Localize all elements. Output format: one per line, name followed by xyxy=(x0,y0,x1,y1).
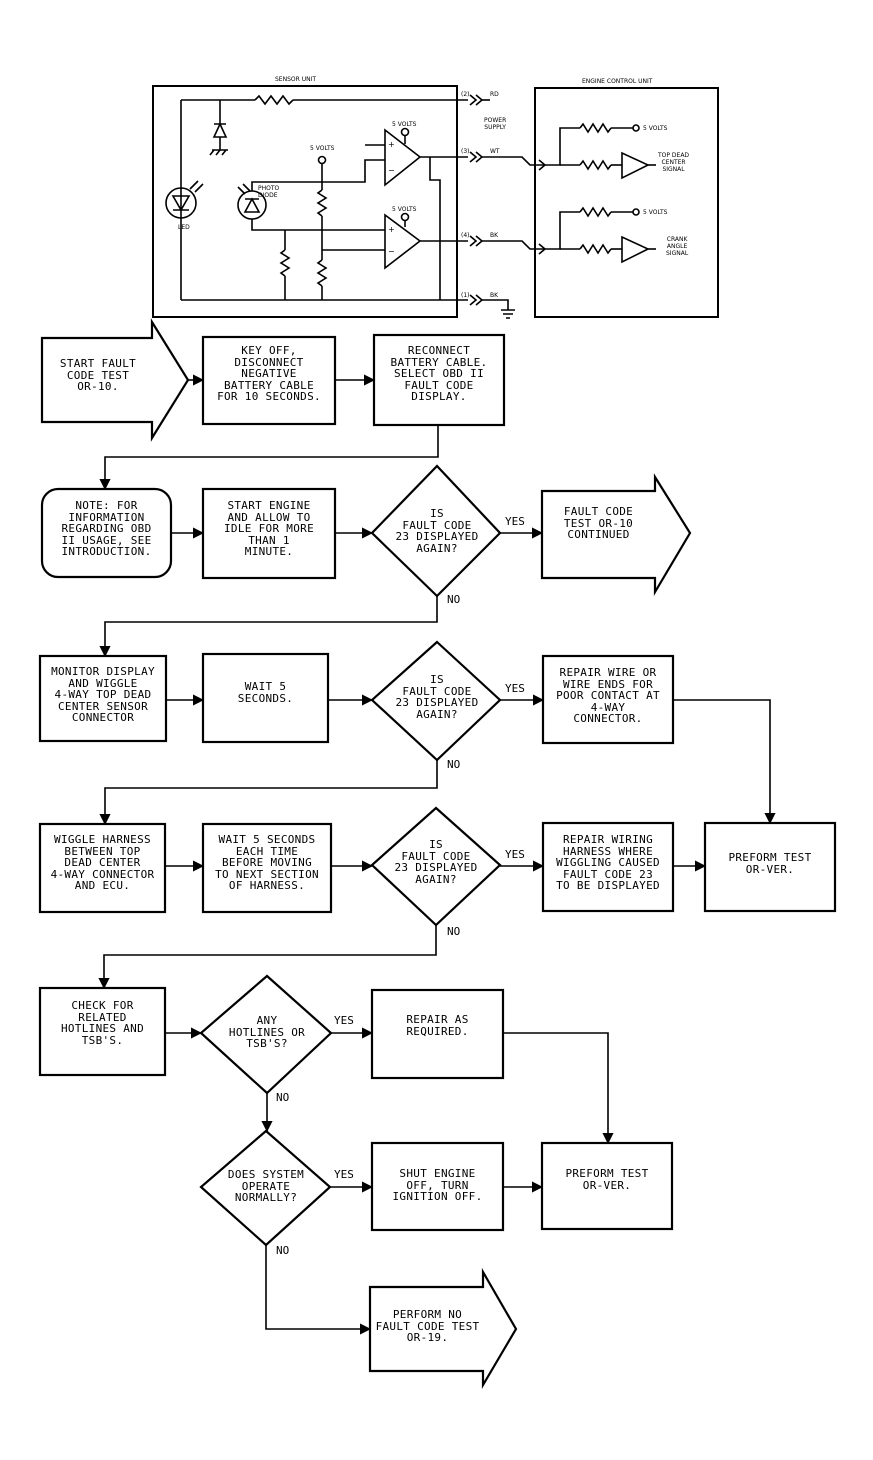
wait5-label: WAIT 5 SECONDS. xyxy=(237,680,294,705)
resistor-photo xyxy=(279,249,291,277)
led-symbol xyxy=(165,187,197,219)
yes-label-4: YES xyxy=(334,1014,354,1027)
no-label-1: NO xyxy=(447,593,461,606)
wire3-pin: (3) xyxy=(461,148,470,155)
continued-label: FAULT CODE TEST OR-10 CONTINUED xyxy=(563,505,634,541)
yes-label-2: YES xyxy=(505,682,525,695)
no-fault-label: PERFORM NO FAULT CODE TEST OR-19. xyxy=(375,1308,480,1344)
hotlines-decision-label: ANY HOTLINES OR TSB'S? xyxy=(228,1014,306,1050)
wire1-pin: (1) xyxy=(461,292,470,299)
wire4-pin: (4) xyxy=(461,232,470,239)
start-engine-label: START ENGINE AND ALLOW TO IDLE FOR MORE … xyxy=(224,499,314,558)
five-volts-sensor-label: 5 VOLTS xyxy=(310,145,335,152)
check-hotlines-box xyxy=(38,986,167,1077)
opamp2-minus-sign: − xyxy=(388,247,395,256)
start-label: START FAULT CODE TEST OR-10. xyxy=(59,357,137,393)
five-volts-ecu1-label: 5 VOLTS xyxy=(643,125,668,132)
ecu-resistor-2a xyxy=(579,206,612,218)
photo-diode-label: PHOTO DIODE xyxy=(258,185,280,199)
wiggle-harness-label: WIGGLE HARNESS BETWEEN TOP DEAD CENTER 4… xyxy=(50,833,155,892)
ecu-buffer-2 xyxy=(621,235,650,264)
flowchart xyxy=(38,318,837,1390)
monitor-box xyxy=(38,654,168,743)
zener-diode xyxy=(212,122,228,138)
ecu-resistor-1a xyxy=(579,122,612,134)
perform-test-2-label: PREFORM TEST OR-VER. xyxy=(565,1167,649,1192)
wire1-color: BK xyxy=(490,292,499,299)
ecu-buffer-1 xyxy=(621,151,650,180)
normal-decision-label: DOES SYSTEM OPERATE NORMALLY? xyxy=(227,1168,305,1204)
opamp-2 xyxy=(384,213,422,270)
reconnect-box xyxy=(372,333,506,427)
wire2-color: RD xyxy=(490,91,499,98)
opamp-1 xyxy=(384,128,422,187)
wiggle-harness-box xyxy=(38,822,167,914)
repair-required-label: REPAIR AS REQUIRED. xyxy=(406,1013,469,1038)
decision3-label: IS FAULT CODE 23 DISPLAYED AGAIN? xyxy=(394,838,478,886)
crank-signal-label: CRANK ANGLE SIGNAL xyxy=(666,236,689,257)
no-fault-arrow-shape xyxy=(368,1267,518,1390)
monitor-label: MONITOR DISPLAY AND WIGGLE 4-WAY TOP DEA… xyxy=(51,665,155,724)
resistor-top xyxy=(254,94,294,106)
no-label-4: NO xyxy=(276,1091,290,1104)
ecu-box xyxy=(534,87,719,318)
yes-label-5: YES xyxy=(334,1168,354,1181)
resistor-mid xyxy=(316,189,328,217)
five-volts-opamp1-label: 5 VOLTS xyxy=(392,121,417,128)
opamp2-plus-sign: + xyxy=(388,225,395,234)
perform-test-2-box xyxy=(540,1141,674,1231)
tdc-signal-label: TOP DEAD CENTER SIGNAL xyxy=(658,152,690,173)
ecu-resistor-1b xyxy=(579,159,612,171)
flow-connectors xyxy=(98,374,776,1335)
wait5-each-label: WAIT 5 SECONDS EACH TIME BEFORE MOVING T… xyxy=(215,833,319,892)
wire2-pin: (2) xyxy=(461,91,470,98)
no-label-3: NO xyxy=(447,925,461,938)
wiring-schematic xyxy=(152,85,719,319)
sensor-unit-box xyxy=(152,85,458,318)
no-label-2: NO xyxy=(447,758,461,771)
wire3-color: WT xyxy=(490,148,500,155)
continued-arrow-shape xyxy=(540,473,692,597)
note-label: NOTE: FOR INFORMATION REGARDING OBD II U… xyxy=(61,499,152,558)
repair-required-box xyxy=(370,988,505,1080)
resistor-lower xyxy=(316,259,328,287)
five-volts-opamp2-label: 5 VOLTS xyxy=(392,206,417,213)
sensor-unit-title: SENSOR UNIT xyxy=(275,76,317,83)
decision1-label: IS FAULT CODE 23 DISPLAYED AGAIN? xyxy=(395,507,479,555)
perform-test-1-box xyxy=(703,821,837,913)
ecu-title: ENGINE CONTROL UNIT xyxy=(582,78,653,85)
no-label-5: NO xyxy=(276,1244,290,1257)
yes-label-1: YES xyxy=(505,515,525,528)
five-volts-ecu2-label: 5 VOLTS xyxy=(643,209,668,216)
ecu-resistor-2b xyxy=(579,243,612,255)
decision2-label: IS FAULT CODE 23 DISPLAYED AGAIN? xyxy=(395,673,479,721)
perform-test-1-label: PREFORM TEST OR-VER. xyxy=(728,851,812,876)
check-hotlines-label: CHECK FOR RELATED HOTLINES AND TSB'S. xyxy=(60,999,145,1047)
wire4-color: BK xyxy=(490,232,499,239)
opamp1-minus-sign: − xyxy=(388,166,395,175)
repair-wiring-label: REPAIR WIRING HARNESS WHERE WIGGLING CAU… xyxy=(556,833,660,892)
shut-engine-box xyxy=(370,1141,505,1232)
key-off-label: KEY OFF, DISCONNECT NEGATIVE BATTERY CAB… xyxy=(217,344,321,403)
power-supply-label: POWER SUPPLY xyxy=(484,117,507,131)
reconnect-label: RECONNECT BATTERY CABLE. SELECT OBD II F… xyxy=(390,344,488,403)
shut-engine-label: SHUT ENGINE OFF, TURN IGNITION OFF. xyxy=(392,1167,483,1203)
wait5-each-box xyxy=(201,822,333,914)
start-arrow-shape xyxy=(40,318,190,442)
led-label: LED xyxy=(178,224,190,231)
repair-wire-label: REPAIR WIRE OR WIRE ENDS FOR POOR CONTAC… xyxy=(556,666,660,725)
opamp1-plus-sign: + xyxy=(388,140,395,149)
yes-label-3: YES xyxy=(505,848,525,861)
